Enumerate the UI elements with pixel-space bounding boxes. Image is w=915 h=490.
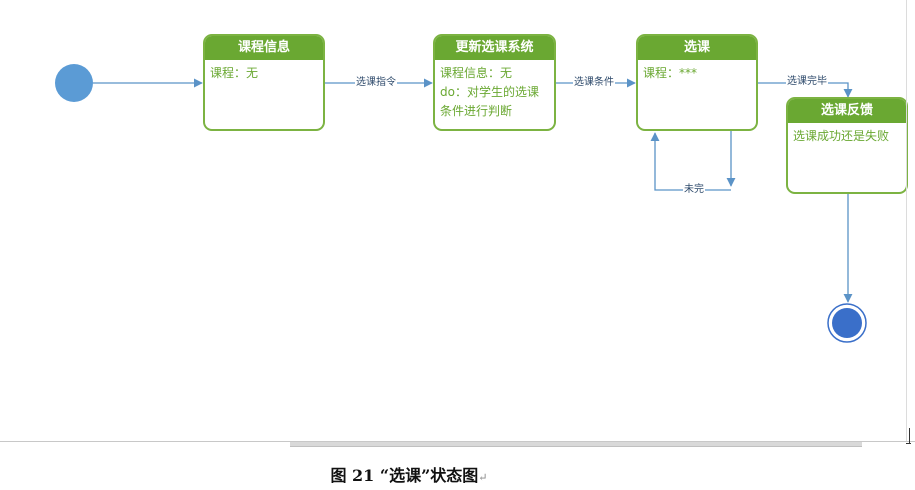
transition-label-command: 选课指令 <box>355 77 397 89</box>
state-feedback: 选课反馈 选课成功还是失败 <box>786 97 908 194</box>
page-divider <box>0 441 915 442</box>
state-line: 课程信息：无 <box>440 66 513 80</box>
caption-text: 图 21 “选课”状态图 <box>330 466 479 485</box>
state-line: do：对学生的选课 <box>440 85 539 99</box>
state-title: 更新选课系统 <box>435 36 554 60</box>
page-right-rule <box>906 0 907 441</box>
start-node <box>55 64 93 102</box>
arrow-select-self-loop <box>650 132 731 191</box>
state-line: 选课成功还是失败 <box>793 129 890 143</box>
state-course-info: 课程信息 课程：无 <box>203 34 325 131</box>
transition-label-condition: 选课条件 <box>573 77 615 89</box>
state-update-system: 更新选课系统 课程信息：无 do：对学生的选课 条件进行判断 <box>433 34 556 131</box>
margin-marker <box>906 428 911 444</box>
state-line: 课程：无 <box>210 66 259 80</box>
state-title: 选课反馈 <box>788 99 906 123</box>
transition-label-complete: 选课完毕 <box>786 76 828 88</box>
state-line: 条件进行判断 <box>440 104 513 118</box>
state-select-course: 选课 课程：*** <box>636 34 758 131</box>
transition-label-unfinished: 未完 <box>683 184 705 196</box>
end-node <box>827 303 867 343</box>
state-line: 课程：*** <box>643 66 698 80</box>
paragraph-return-icon: ↵ <box>478 471 488 484</box>
page-gap <box>290 442 862 447</box>
state-title: 课程信息 <box>205 36 323 60</box>
state-title: 选课 <box>638 36 756 60</box>
figure-caption: 图 21 “选课”状态图↵ <box>0 462 818 486</box>
